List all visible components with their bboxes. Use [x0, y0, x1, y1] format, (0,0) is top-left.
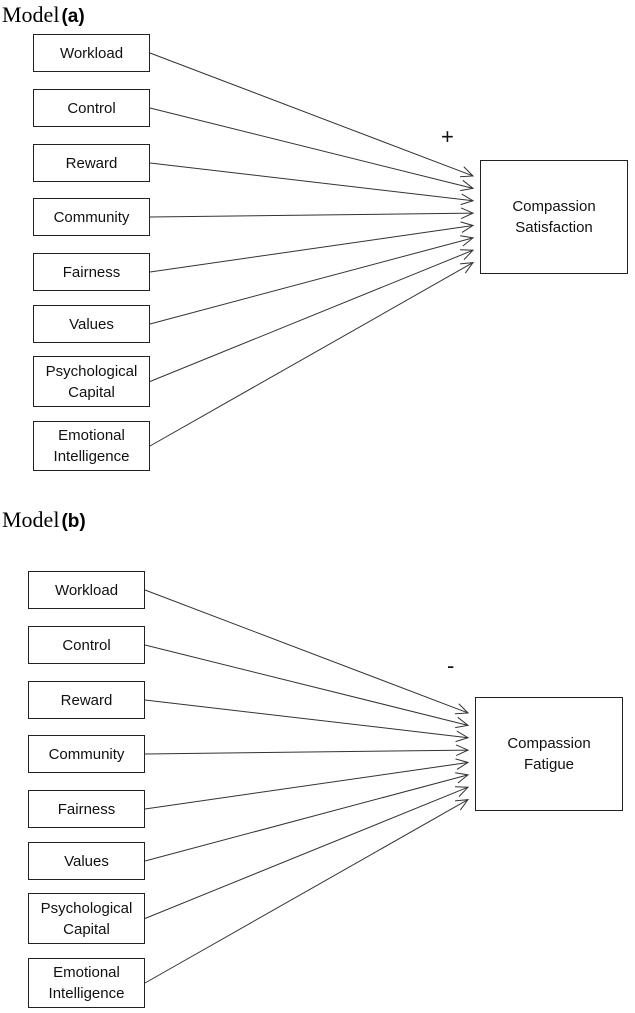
arrow-line: [149, 212, 474, 218]
arrow-line: [144, 774, 469, 862]
model-a-predictor-community: Community: [33, 198, 150, 236]
model-b-title-tag: (b): [61, 511, 86, 532]
arrowhead: [460, 179, 475, 192]
arrowhead: [455, 730, 470, 743]
model-a-outcome: Compassion Satisfaction: [480, 160, 628, 274]
model-a-title: Model(a): [2, 0, 85, 32]
arrowhead: [455, 744, 470, 756]
model-b-predictor-reward: Reward: [28, 681, 145, 719]
arrow-line: [144, 749, 469, 755]
model-b-predictor-workload: Workload: [28, 571, 145, 609]
model-a-predictor-control: Control: [33, 89, 150, 127]
model-b-predictor-control: Control: [28, 626, 145, 664]
model-b-predictor-fairness: Fairness: [28, 790, 145, 828]
model-a-predictor-fairness: Fairness: [33, 253, 150, 291]
arrowhead: [455, 716, 470, 729]
model-a-predictor-values: Values: [33, 305, 150, 343]
model-b-predictor-psychological-capital: Psychological Capital: [28, 893, 145, 944]
arrowhead: [454, 786, 470, 797]
arrowhead: [460, 221, 475, 233]
model-b-predictor-emotional-intelligence: Emotional Intelligence: [28, 958, 145, 1008]
model-a-title-tag: (a): [61, 6, 85, 27]
arrowhead: [460, 207, 475, 219]
arrow-line: [149, 249, 474, 382]
model-b-predictor-values: Values: [28, 842, 145, 880]
model-b-outcome: Compassion Fatigue: [475, 697, 623, 811]
model-b-predictor-community: Community: [28, 735, 145, 773]
arrowhead: [455, 772, 470, 784]
model-a-predictor-reward: Reward: [33, 144, 150, 182]
model-b-title-word: Model: [2, 507, 60, 532]
arrow-line: [144, 589, 469, 714]
arrowhead: [460, 261, 475, 274]
arrowhead: [459, 166, 475, 178]
model-a-predictor-workload: Workload: [33, 34, 150, 72]
arrow-line: [149, 52, 474, 177]
arrow-line: [144, 786, 469, 919]
arrowhead: [460, 235, 475, 247]
arrow-line: [144, 644, 469, 726]
arrow-line: [144, 799, 469, 984]
arrow-line: [149, 262, 474, 447]
arrow-line: [149, 107, 474, 189]
arrowhead: [455, 798, 470, 811]
model-b-diagram: Model(b) Workload Control Reward Communi…: [0, 505, 635, 1013]
model-a-sign: +: [441, 124, 454, 149]
arrowhead: [460, 193, 475, 206]
arrowhead: [455, 758, 470, 770]
model-a-predictor-emotional-intelligence: Emotional Intelligence: [33, 421, 150, 471]
model-a-predictor-psychological-capital: Psychological Capital: [33, 356, 150, 407]
model-a-title-word: Model: [2, 2, 60, 27]
arrow-line: [149, 237, 474, 325]
arrow-line: [144, 761, 469, 810]
arrowhead: [459, 249, 475, 260]
arrow-line: [144, 699, 469, 739]
arrow-line: [149, 162, 474, 202]
model-b-title: Model(b): [2, 505, 86, 537]
arrowhead: [454, 703, 470, 715]
model-a-diagram: Model(a) Workload Control Reward Communi…: [0, 0, 635, 490]
model-b-sign: -: [447, 653, 455, 678]
arrow-line: [149, 224, 474, 273]
